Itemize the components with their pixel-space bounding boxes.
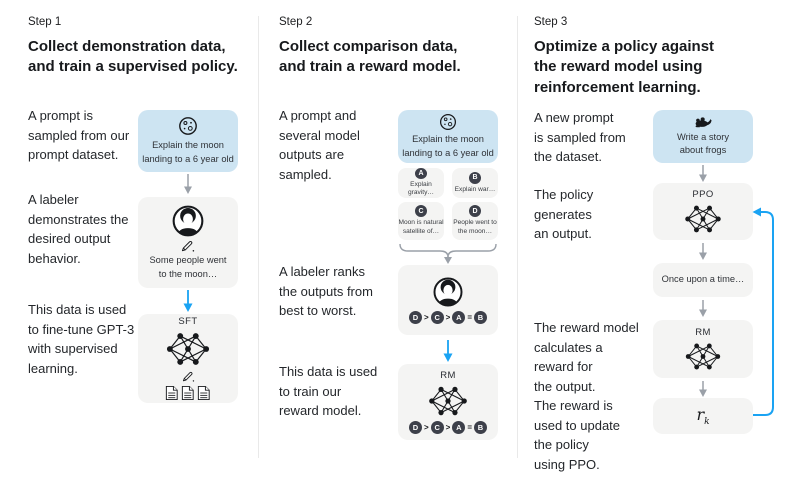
step-2-prompt-box: Explain the moon landing to a 6 year old bbox=[398, 110, 498, 163]
step-1-label: Step 1 bbox=[28, 16, 62, 28]
rank-badge: A bbox=[452, 421, 466, 434]
arrow-down-gray-icon bbox=[182, 174, 194, 194]
step-2-labeler-box: D > C > A = B bbox=[398, 265, 498, 335]
step-3-caption-reward: The reward is used to update the policy … bbox=[534, 398, 621, 472]
output-letter-badge: D bbox=[469, 205, 481, 218]
output-card-c: C Moon is natural satellite of… bbox=[398, 202, 444, 240]
rank-separator: > bbox=[445, 313, 451, 322]
step-1-sft-box: SFT bbox=[138, 314, 238, 403]
step-3-ppo-box: PPO bbox=[653, 183, 753, 240]
output-letter-badge: B bbox=[469, 171, 481, 184]
person-icon bbox=[171, 204, 205, 238]
step-2-caption-prompt: A prompt and several model outputs are s… bbox=[279, 108, 360, 182]
step-2-rm-box: RM D > C > bbox=[398, 364, 498, 440]
rank-badge: D bbox=[408, 311, 422, 324]
neural-network-icon bbox=[680, 203, 726, 235]
rank-badge: C bbox=[430, 311, 444, 324]
prompt-text: Explain the moon landing to a 6 year old bbox=[142, 140, 234, 164]
neural-network-icon bbox=[424, 384, 472, 418]
rm-label: RM bbox=[440, 370, 456, 381]
output-card-d: D People went to the moon… bbox=[452, 202, 498, 240]
output-card-text: Explain gravity… bbox=[407, 180, 434, 197]
arrow-down-gray-icon bbox=[697, 165, 709, 182]
step-1-caption-data: This data is used to fine-tune GPT-3 wit… bbox=[28, 302, 135, 376]
column-divider bbox=[258, 16, 259, 458]
step-1-caption-labeler: A labeler demonstrates the desired outpu… bbox=[28, 192, 129, 266]
step-2-caption-labeler: A labeler ranks the outputs from best to… bbox=[279, 264, 373, 318]
step-3-output-box: Once upon a time… bbox=[653, 263, 753, 297]
output-letter-badge: C bbox=[415, 205, 427, 218]
reward-symbol: rk bbox=[696, 404, 710, 428]
step-3-label: Step 3 bbox=[534, 16, 568, 28]
output-card-b: B Explain war… bbox=[452, 168, 498, 198]
neural-network-icon bbox=[681, 341, 725, 372]
arrow-down-gray-icon bbox=[697, 243, 709, 260]
step-1-caption-prompt: A prompt is sampled from our prompt data… bbox=[28, 108, 130, 162]
prompt-text: Write a story about frogs bbox=[676, 131, 729, 155]
step-2-caption-data: This data is used to train our reward mo… bbox=[279, 364, 378, 418]
step-3-heading: Optimize a policy against the reward mod… bbox=[534, 38, 715, 96]
rank-separator: > bbox=[423, 423, 429, 432]
feedback-loop-arrow-icon bbox=[748, 204, 782, 426]
output-card-text: People went to the moon… bbox=[453, 219, 497, 235]
sft-label: SFT bbox=[178, 316, 198, 327]
rank-badge: B bbox=[474, 421, 487, 434]
step-3-caption-rm: The reward model calculates a reward for… bbox=[534, 320, 639, 394]
moon-icon bbox=[439, 113, 457, 131]
step-3-caption-policy: The policy generates an output. bbox=[534, 187, 594, 241]
rank-separator: > bbox=[423, 313, 429, 322]
policy-output-text: Once upon a time… bbox=[661, 274, 745, 285]
step-3-prompt-box: Write a story about frogs bbox=[653, 110, 753, 163]
ranking-row: D > C > A = B bbox=[408, 311, 487, 324]
rank-badge: D bbox=[408, 421, 422, 434]
rank-badge: C bbox=[430, 421, 444, 434]
arrow-down-gray-icon bbox=[697, 381, 709, 397]
brace-join-icon bbox=[398, 243, 498, 264]
step-1-prompt-box: Explain the moon landing to a 6 year old bbox=[138, 110, 238, 172]
output-letter-badge: A bbox=[415, 168, 427, 179]
labeler-output-text: Some people went to the moon… bbox=[149, 255, 227, 279]
documents-icon bbox=[165, 385, 211, 401]
rank-separator: = bbox=[467, 423, 472, 432]
neural-network-icon bbox=[162, 330, 214, 368]
person-icon bbox=[432, 276, 464, 308]
output-card-text: Explain war… bbox=[454, 185, 496, 193]
moon-icon bbox=[178, 116, 198, 136]
output-card-text: Moon is natural satellite of… bbox=[398, 219, 444, 235]
arrow-down-gray-icon bbox=[697, 300, 709, 317]
rank-badge: A bbox=[452, 311, 466, 324]
pencil-icon bbox=[182, 371, 195, 382]
rank-badge: B bbox=[474, 311, 487, 324]
rm-label: RM bbox=[695, 326, 711, 338]
step-1-labeler-box: Some people went to the moon… bbox=[138, 197, 238, 288]
output-card-a: A Explain gravity… bbox=[398, 168, 444, 198]
ranking-row: D > C > A = B bbox=[408, 421, 487, 434]
pencil-icon bbox=[181, 240, 195, 253]
frog-icon bbox=[694, 116, 712, 128]
rank-separator: = bbox=[467, 313, 472, 322]
arrow-down-blue-icon bbox=[442, 340, 454, 362]
step-2-label: Step 2 bbox=[279, 16, 313, 28]
ppo-label: PPO bbox=[692, 188, 714, 200]
step-2-heading: Collect comparison data, and train a rew… bbox=[279, 38, 461, 76]
prompt-text: Explain the moon landing to a 6 year old bbox=[402, 134, 494, 158]
arrow-down-blue-icon bbox=[182, 290, 194, 312]
step-3-rm-box: RM bbox=[653, 320, 753, 378]
step-3-caption-prompt: A new prompt is sampled from the dataset… bbox=[534, 110, 626, 164]
rank-separator: > bbox=[445, 423, 451, 432]
step-1-heading: Collect demonstration data, and train a … bbox=[28, 38, 238, 76]
step-3-reward-box: rk bbox=[653, 398, 753, 434]
column-divider bbox=[517, 16, 518, 458]
